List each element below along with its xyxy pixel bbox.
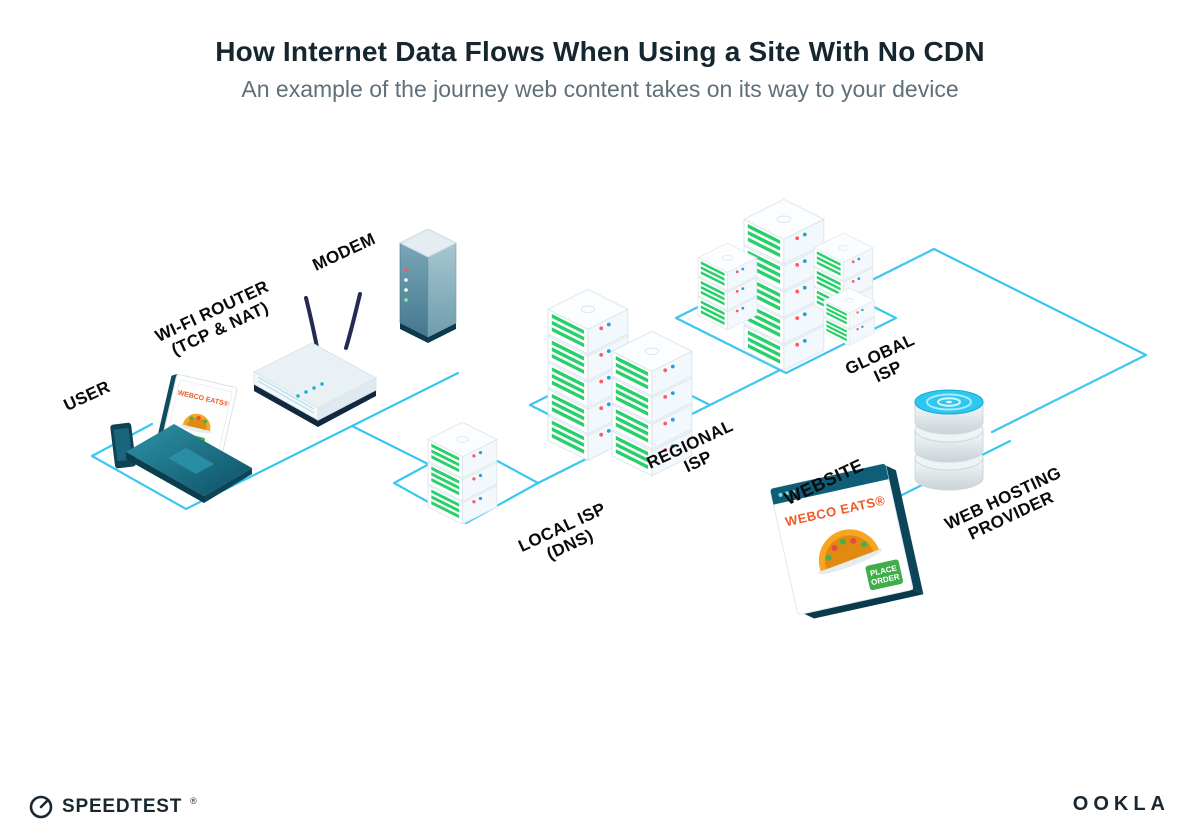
- place-order-button: [865, 559, 904, 591]
- connector-globalisp-hosting: [844, 247, 1148, 434]
- speedtest-logo: SPEEDTEST ®: [28, 794, 197, 820]
- connector-user-modem: [90, 371, 460, 511]
- page-subtitle: An example of the journey web content ta…: [241, 76, 959, 102]
- wifi-router-illustration: [252, 292, 378, 427]
- connector-regionalisp-globalisp: [708, 368, 782, 407]
- local-isp-servers: [427, 421, 498, 525]
- global-isp-servers: [697, 198, 875, 371]
- speedtest-gauge-icon: [29, 795, 53, 819]
- laptop-illustration: WEBCO EATS®: [110, 374, 252, 503]
- speedtest-wordmark: SPEEDTEST: [62, 796, 183, 817]
- connector-modem-localisp: [350, 424, 432, 467]
- website-browser-illustration: WEBCO EATS® PLACE ORDER: [770, 463, 924, 619]
- router-antenna-right: [344, 292, 362, 350]
- speedtest-reg-mark: ®: [190, 796, 197, 806]
- page-title: How Internet Data Flows When Using a Sit…: [215, 36, 985, 67]
- ookla-wordmark: OOKLA: [1072, 793, 1170, 815]
- taco-illustration: [818, 529, 883, 575]
- hosting-database-illustration: [914, 389, 984, 491]
- modem-illustration: [398, 228, 458, 343]
